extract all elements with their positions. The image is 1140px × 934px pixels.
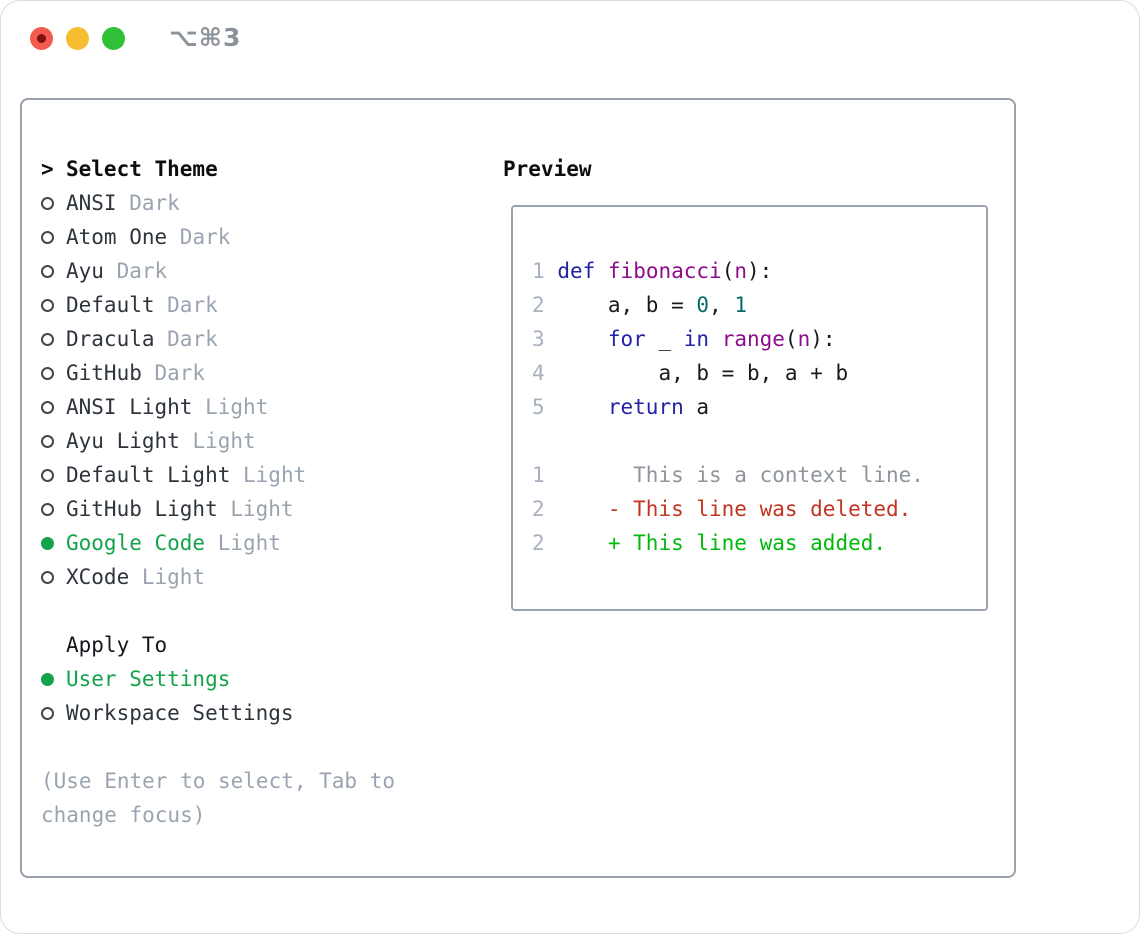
select-theme-label: Select Theme (66, 157, 218, 181)
radio-icon (41, 434, 54, 448)
select-theme-heading: > Select Theme (41, 152, 395, 186)
preview-heading: Preview (503, 157, 592, 181)
title-bar: ⌥⌘3 (1, 1, 1139, 75)
radio-selected-icon (41, 536, 54, 550)
radio-icon (41, 332, 54, 346)
theme-name: Google Code (66, 531, 206, 555)
theme-option-ayu-light[interactable]: Ayu Light Light (41, 424, 395, 458)
theme-variant: Light (129, 565, 206, 589)
theme-name: Default (66, 293, 155, 317)
radio-selected-icon (41, 672, 54, 686)
code-line: 2 a, b = 0, 1 (532, 293, 747, 317)
radio-icon (41, 196, 54, 210)
code-line: 2 - This line was deleted. (532, 497, 912, 521)
radio-icon (41, 366, 54, 380)
theme-option-atom-one[interactable]: Atom One Dark (41, 220, 395, 254)
radio-icon (41, 230, 54, 244)
radio-icon (41, 400, 54, 414)
code-preview: 1 def fibonacci(n): 2 a, b = 0, 1 3 for _ … (513, 207, 986, 560)
theme-option-google-code[interactable]: Google Code Light (41, 526, 395, 560)
window-title: ⌥⌘3 (169, 23, 242, 52)
traffic-lights (30, 27, 125, 50)
theme-variant: Light (205, 531, 281, 555)
theme-name: GitHub (66, 361, 142, 385)
preview-box: 1 def fibonacci(n): 2 a, b = 0, 1 3 for _ … (511, 205, 988, 611)
apply-to-label: Apply To (66, 633, 168, 657)
code-line: 5 return a (532, 395, 710, 419)
theme-name: ANSI (66, 191, 117, 215)
theme-variant: Dark (116, 191, 180, 215)
theme-variant: Dark (103, 259, 168, 283)
code-line (532, 424, 976, 458)
theme-name: Atom One (66, 225, 168, 249)
help-line: change focus) (41, 803, 206, 827)
theme-variant: Dark (141, 361, 206, 385)
theme-variant: Light (230, 463, 307, 487)
code-line: 1 This is a context line. (532, 463, 924, 487)
radio-icon (41, 298, 54, 312)
modified-dot-icon (37, 34, 46, 43)
theme-option-xcode[interactable]: XCode Light (41, 560, 395, 594)
theme-option-dracula[interactable]: Dracula Dark (41, 322, 395, 356)
apply-option-workspace-settings[interactable]: Workspace Settings (41, 696, 395, 730)
theme-name: XCode (66, 565, 130, 589)
theme-option-ayu[interactable]: Ayu Dark (41, 254, 395, 288)
theme-option-github-light[interactable]: GitHub Light Light (41, 492, 395, 526)
apply-option-user-settings[interactable]: User Settings (41, 662, 395, 696)
spacer (41, 730, 395, 764)
theme-option-default-light[interactable]: Default Light Light (41, 458, 395, 492)
radio-icon (41, 570, 54, 584)
spacer (41, 594, 395, 628)
theme-name: ANSI Light (66, 395, 193, 419)
theme-name: GitHub Light (66, 497, 218, 521)
radio-icon (41, 502, 54, 516)
code-line: 3 for _ in range(n): (532, 327, 836, 351)
theme-variant: Light (217, 497, 294, 521)
apply-to-heading: Apply To (41, 628, 395, 662)
apply-option-label: User Settings (66, 667, 231, 691)
theme-variant: Dark (167, 225, 231, 249)
radio-icon (41, 706, 54, 720)
help-line: (Use Enter to select, Tab to (41, 769, 396, 793)
minimize-button[interactable] (66, 27, 89, 50)
theme-variant: Light (192, 395, 269, 419)
theme-name: Ayu Light (66, 429, 180, 453)
theme-variant: Dark (154, 293, 218, 317)
theme-name: Default Light (66, 463, 231, 487)
theme-option-ansi[interactable]: ANSI Dark (41, 186, 395, 220)
code-line: 2 + This line was added. (532, 531, 887, 555)
apply-option-label: Workspace Settings (66, 701, 294, 725)
theme-option-github[interactable]: GitHub Dark (41, 356, 395, 390)
theme-name: Dracula (66, 327, 155, 351)
close-button[interactable] (30, 27, 53, 50)
radio-icon (41, 468, 54, 482)
zoom-button[interactable] (102, 27, 125, 50)
code-line: 4 a, b = b, a + b (532, 361, 849, 385)
theme-option-default[interactable]: Default Dark (41, 288, 395, 322)
theme-variant: Light (179, 429, 256, 453)
theme-name: Ayu (66, 259, 104, 283)
code-line: 1 def fibonacci(n): (532, 259, 773, 283)
theme-option-ansi-light[interactable]: ANSI Light Light (41, 390, 395, 424)
help-text: (Use Enter to select, Tab to change focus… (41, 764, 395, 832)
radio-icon (41, 264, 54, 278)
prompt-icon: > (41, 157, 54, 181)
theme-variant: Dark (154, 327, 218, 351)
